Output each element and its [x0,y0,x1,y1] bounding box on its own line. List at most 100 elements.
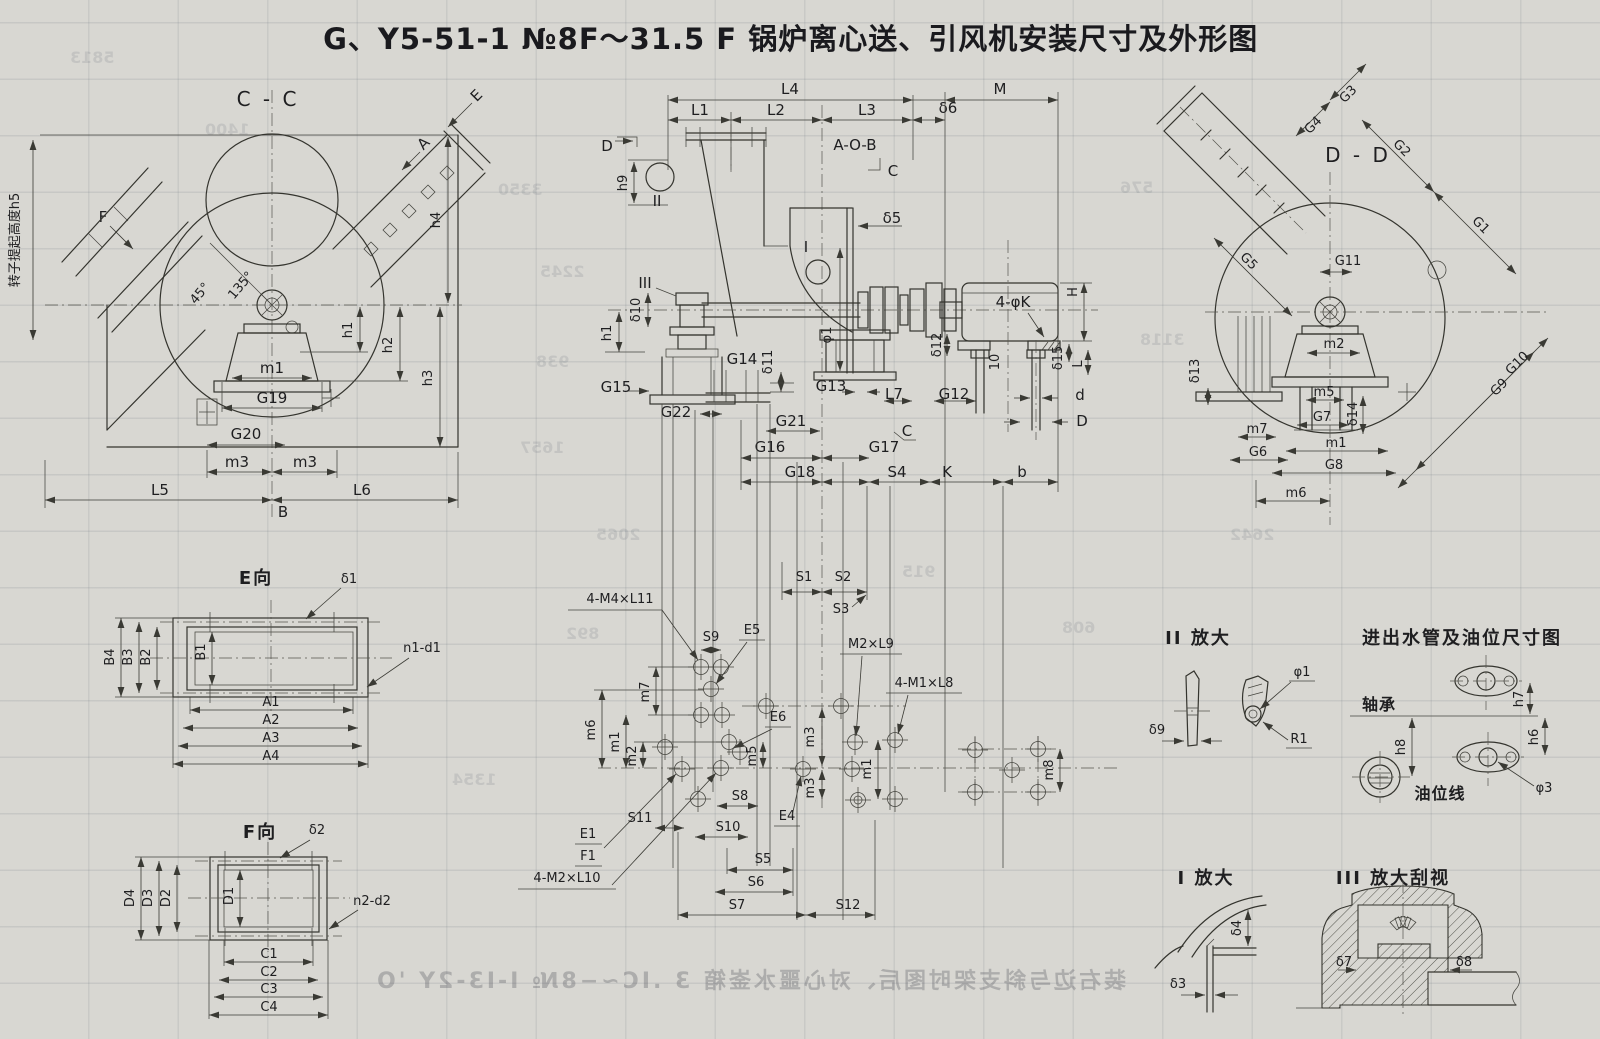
cc-dim-m1: m1 [260,359,284,377]
dd-dim-m5: m5 [1314,385,1335,400]
cc-dim-l5: L5 [151,481,169,499]
main-dim-l3: L3 [858,101,876,119]
ev-dim-delta1: δ1 [341,572,357,587]
cc-section-line-b: B [278,503,288,521]
main-axis-aob: A-O-B [833,136,876,154]
plan-dim-m1-right: m1 [860,759,875,780]
plan-dim-m5: m5 [745,746,760,767]
dd-dim-m7: m7 [1247,422,1268,437]
dd-dim-d14: δ14 [1346,402,1361,427]
view-main-elevation: L4 M L1 L2 L3 δ6 D h9 II A- [600,80,1098,810]
water-dim-phi3: φ3 [1536,781,1553,796]
cc-dim-g19: G19 [257,389,288,407]
cc-dim-h2: h2 [381,337,396,354]
main-dim-g18: G18 [785,463,816,481]
plan-label-e6: E6 [770,710,787,725]
main-dim-d11: δ11 [761,350,776,375]
main-section-d: D [601,137,613,155]
detail-ii-enlarged: II 放大 δ9 φ1 R1 [1149,627,1315,749]
plan-label-4m4l11: 4-M4×L11 [586,592,653,607]
dd-dim-g1: G1 [1469,214,1493,238]
cc-dim-m3-right: m3 [293,453,317,471]
plan-label-m2l9: M2×L9 [848,637,894,652]
water-label-bearing: 轴承 [1362,695,1396,714]
ev-dim-a1: A1 [262,695,279,710]
det3-dim-delta8: δ8 [1456,955,1472,970]
plan-dim-s2: S2 [835,570,852,585]
fv-dim-d3: D3 [141,889,156,907]
plan-dim-s11: S11 [628,811,653,826]
detail-i-enlarged: I 放大 δ4 δ3 [1154,867,1267,1013]
main-dim-g21: G21 [776,412,807,430]
main-dim-d15: δ15 [1051,346,1066,371]
plan-dim-m3-lower: m3 [803,778,818,799]
fv-label-n2d2: n2-d2 [353,894,391,909]
plan-dim-s1: S1 [796,570,813,585]
plan-dim-m1: m1 [608,732,623,753]
dd-dim-g10: G10 [1503,349,1532,378]
plan-dim-s6: S6 [748,875,765,890]
fv-dim-d4: D4 [123,889,138,907]
fv-title: F向 [243,821,277,843]
main-dim-d5: δ5 [883,209,902,227]
plan-dim-m7: m7 [638,682,653,703]
det2-dim-r1: R1 [1290,732,1307,747]
cc-arrow-e: E [467,86,486,105]
water-pipe-oil-level-diagram: 进出水管及油位尺寸图 轴承 h7 h6 h8 油位线 φ3 [1350,627,1562,803]
main-detail-ii-mark: II [653,192,662,210]
ev-dim-b1: B1 [194,643,209,660]
main-dim-l4: L4 [781,80,799,98]
plan-dim-s7: S7 [729,898,746,913]
fv-dim-d2: D2 [159,889,174,907]
dd-dim-g5: G5 [1237,250,1261,274]
main-dim-h1: h1 [600,325,615,342]
drawing-title: G、Y5-51-1 №8F～31.5 F 锅炉离心送、引风机安装尺寸及外形图 [323,22,1259,56]
water-title: 进出水管及油位尺寸图 [1362,627,1562,649]
cc-dim-l6: L6 [353,481,371,499]
ev-dim-b2: B2 [139,648,154,665]
view-plan-foundation: 4-M4×L11 S9 E5 m7 m6 m1 m2 E6 m5 S8 S11 … [518,404,1118,920]
main-dim-g22: G22 [661,403,692,421]
fv-dim-d1: D1 [222,887,237,905]
plan-dim-s9: S9 [703,630,720,645]
plan-label-4m1l8: 4-M1×L8 [895,676,954,691]
main-dim-d12: δ12 [930,333,945,358]
cc-dim-g20: G20 [231,425,262,443]
main-dim-l: L [1071,360,1086,368]
plan-label-e1: E1 [580,827,597,842]
det3-title: III 放大刮视 [1336,867,1450,889]
plan-anchor-bolts [651,653,1052,814]
main-dim-4phik: 4-φK [996,293,1032,311]
plan-label-e5: E5 [744,623,761,638]
detail-iii-enlarged: III 放大刮视 δ7 δ8 [1296,867,1520,1016]
fv-dim-c2: C2 [260,965,277,980]
main-dim-g12: G12 [939,385,970,403]
ev-dim-a2: A2 [262,713,279,728]
view-section-dd: D - D G4 G3 G2 G1 G5 G11 [1156,63,1549,525]
plan-dim-s12: S12 [836,898,861,913]
main-dim-b: b [1017,463,1027,481]
main-dim-s4: S4 [887,463,906,481]
fv-dim-c1: C1 [260,947,277,962]
cc-dim-h1: h1 [341,322,356,339]
det2-dim-delta9: δ9 [1149,723,1165,738]
main-dim-m: M [994,80,1007,98]
plan-dim-s5: S5 [755,852,772,867]
water-label-oil-line: 油位线 [1414,784,1465,803]
main-dim-g15: G15 [601,378,632,396]
plan-dim-s10: S10 [716,820,741,835]
plan-label-e4: E4 [779,809,796,824]
main-dim-h: H [1066,287,1081,297]
main-section-c-mid: C [902,422,912,440]
det2-title: II 放大 [1165,627,1231,649]
det1-dim-delta3: δ3 [1170,977,1186,992]
plan-label-4m2l10: 4-M2×L10 [533,871,600,886]
main-dim-d6: δ6 [939,99,958,117]
main-section-c-top: C [888,162,898,180]
dd-dim-m6: m6 [1286,486,1307,501]
plan-dim-m6: m6 [584,720,599,741]
det2-dim-phi1: φ1 [1294,665,1311,680]
plan-label-f1: F1 [580,849,596,864]
